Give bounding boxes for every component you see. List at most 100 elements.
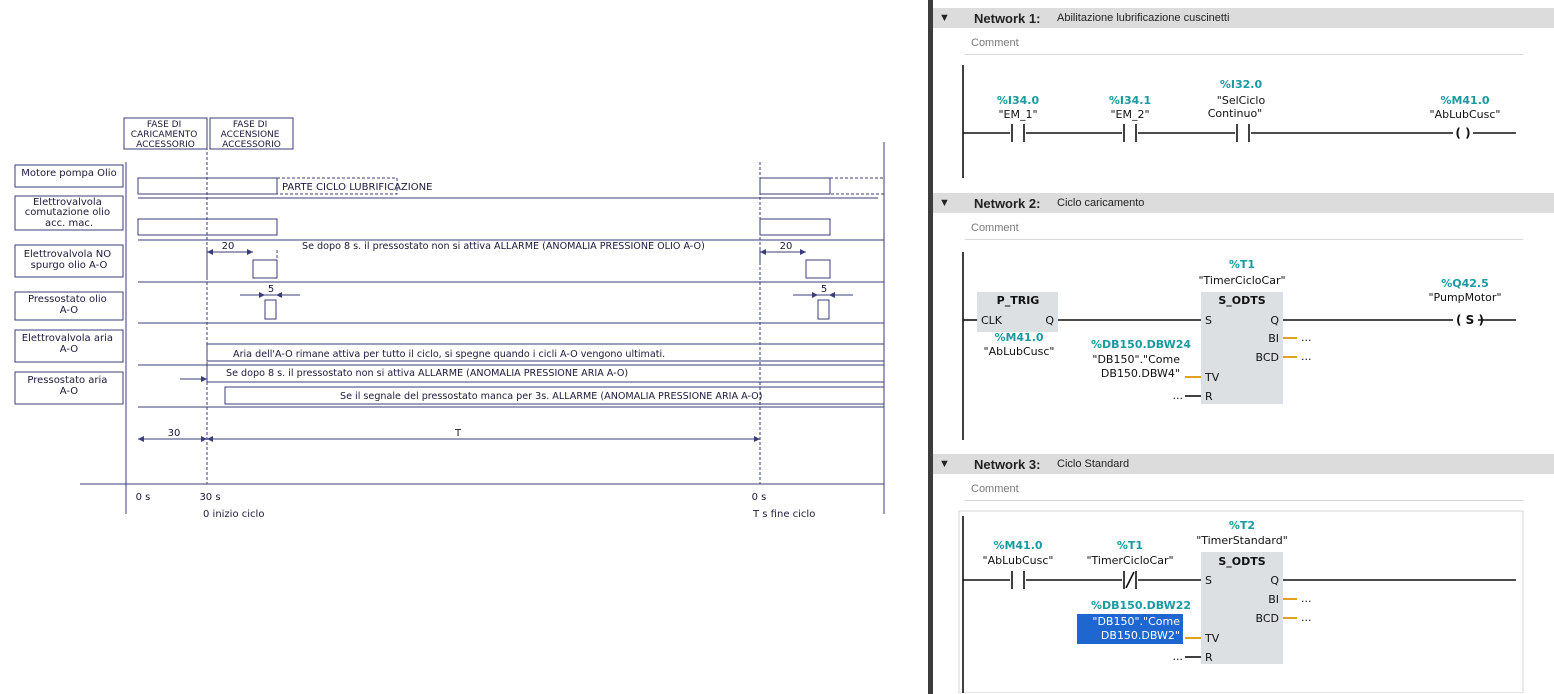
timer-t1-tv-tag-line2[interactable]: DB150.DBW4" xyxy=(1101,367,1180,380)
timer-t2-bi-pin: BI xyxy=(1268,593,1279,606)
network-2-rung: P_TRIG CLK Q S_ODTS S Q BI BCD TV R ... … xyxy=(962,252,1516,440)
contact-abluncusc-tag[interactable]: "AbLubCusc" xyxy=(983,554,1054,567)
valve-delay-2: 20 xyxy=(780,241,793,252)
coil-abluncusc-tag[interactable]: "AbLubCusc" xyxy=(1430,108,1501,121)
valve-delay-1: 20 xyxy=(222,241,235,252)
timer-t2-address[interactable]: %T2 xyxy=(1229,519,1255,532)
timer-t2-s-pin: S xyxy=(1205,574,1212,587)
air-alarm-note-2: Se il segnale del pressostato manca per … xyxy=(340,391,762,402)
timer-t1-s-pin: S xyxy=(1205,314,1212,327)
contact-timerciclocar-tag[interactable]: "TimerCicloCar" xyxy=(1086,554,1173,567)
signal-label-air-pressure-switch: Pressostato aria A-O xyxy=(27,375,110,397)
timer-t2-tv-address[interactable]: %DB150.DBW22 xyxy=(1091,599,1191,612)
timer-t2-bi-operand[interactable]: ... xyxy=(1301,592,1312,605)
timer-t1-bcd-pin: BCD xyxy=(1255,351,1279,364)
contact-timerciclocar-address[interactable]: %T1 xyxy=(1117,539,1143,552)
span-cycle-time: T xyxy=(454,428,462,439)
contact-selciclo[interactable] xyxy=(1236,124,1250,142)
timer-t1-tag[interactable]: "TimerCicloCar" xyxy=(1198,274,1285,287)
network-3-number: Network 3: xyxy=(974,457,1041,472)
contact-abluncusc-address[interactable]: %M41.0 xyxy=(993,539,1042,552)
coil-abluncusc-address[interactable]: %M41.0 xyxy=(1440,94,1489,107)
coil-abluncusc[interactable]: ( ) xyxy=(1455,126,1470,140)
p-trig-operand-tag[interactable]: "AbLubCusc" xyxy=(984,345,1055,358)
timing-diagram: FASE DI CARICAMENTO ACCESSORIO FASE DI A… xyxy=(14,117,885,520)
oil-switch-time-2: 5 xyxy=(821,284,827,295)
timer-t2-tv-tag-line1[interactable]: "DB150"."Come xyxy=(1092,615,1180,628)
oil-alarm-note: Se dopo 8 s. il pressostato non si attiv… xyxy=(302,241,705,252)
contact-em2-address[interactable]: %I34.1 xyxy=(1109,94,1151,107)
air-valve-note: Aria dell'A-O rimane attiva per tutto il… xyxy=(233,349,665,360)
network-3-title[interactable]: Ciclo Standard xyxy=(1057,458,1130,470)
timer-t2-tv-tag-line2[interactable]: DB150.DBW2" xyxy=(1101,629,1180,642)
col-header-load: FASE DI CARICAMENTO ACCESSORIO xyxy=(131,120,200,150)
operand-selection-highlight[interactable] xyxy=(1077,614,1183,644)
timer-t1-bcd-operand[interactable]: ... xyxy=(1301,350,1312,363)
contact-em1-tag[interactable]: "EM_1" xyxy=(998,108,1037,121)
timer-t1-r-operand[interactable]: ... xyxy=(1173,389,1184,402)
network-2-comment-placeholder: Comment xyxy=(971,222,1019,234)
timer-t2-bcd-operand[interactable]: ... xyxy=(1301,611,1312,624)
timer-t1-tv-address[interactable]: %DB150.DBW24 xyxy=(1091,338,1191,351)
span-load-time: 30 xyxy=(168,428,181,439)
timer-t1-type: S_ODTS xyxy=(1218,294,1265,307)
timer-t2-r-pin: R xyxy=(1205,651,1213,664)
contact-selciclo-tag-line1[interactable]: "SelCiclo xyxy=(1217,94,1266,107)
timer-t1-tv-pin: TV xyxy=(1204,371,1220,384)
network-3-comment[interactable]: Comment xyxy=(965,478,1523,501)
timing-text: FASE DI CARICAMENTO ACCESSORIO FASE DI A… xyxy=(21,120,827,520)
timer-t2-q-pin: Q xyxy=(1270,574,1279,587)
timing-diagram-drawing: FASE DI CARICAMENTO ACCESSORIO FASE DI A… xyxy=(14,117,885,520)
timer-t2-tv-pin: TV xyxy=(1204,632,1220,645)
network-2-header[interactable]: ▼ Network 2: Ciclo caricamento xyxy=(933,193,1554,213)
time-cycle-end: T s fine ciclo xyxy=(752,509,815,520)
oil-switch-time-1: 5 xyxy=(268,284,274,295)
timer-t1-bi-operand[interactable]: ... xyxy=(1301,331,1312,344)
contact-abluncusc[interactable] xyxy=(1011,571,1025,589)
timer-t2-tag[interactable]: "TimerStandard" xyxy=(1196,534,1288,547)
signal-label-oil-pressure-switch: Pressostato olio A-O xyxy=(28,294,110,316)
timer-t1-q-pin: Q xyxy=(1270,314,1279,327)
coil-pumpmotor-tag[interactable]: "PumpMotor" xyxy=(1428,291,1501,304)
timer-t2-block[interactable] xyxy=(1201,552,1283,664)
timer-t1-block[interactable] xyxy=(1201,292,1283,404)
contact-selciclo-tag-line2[interactable]: Continuo" xyxy=(1208,107,1262,120)
network-1-rung: ( ) %I34.0 "EM_1" %I34.1 "EM_2" %I32.0 "… xyxy=(962,65,1516,178)
timer-t1-r-pin: R xyxy=(1205,390,1213,403)
network-3-header[interactable]: ▼ Network 3: Ciclo Standard xyxy=(933,454,1554,474)
network-1-header[interactable]: ▼ Network 1: Abilitazione lubrificazione… xyxy=(933,8,1554,28)
contact-em2[interactable] xyxy=(1123,124,1137,142)
pane-splitter[interactable] xyxy=(928,0,933,694)
timer-t1-tv-tag-line1[interactable]: "DB150"."Come xyxy=(1092,353,1180,366)
contact-em1[interactable] xyxy=(1011,124,1025,142)
signal-label-oil-pump: Motore pompa Olio xyxy=(21,168,116,179)
network-1-comment-placeholder: Comment xyxy=(971,37,1019,49)
contact-timerciclocar-nc[interactable] xyxy=(1123,571,1137,589)
collapse-icon[interactable]: ▼ xyxy=(939,458,950,470)
network-2-number: Network 2: xyxy=(974,196,1041,211)
contact-em1-address[interactable]: %I34.0 xyxy=(997,94,1040,107)
network-2-title[interactable]: Ciclo caricamento xyxy=(1057,197,1145,209)
lube-cycle-label: PARTE CICLO LUBRIFICAZIONE xyxy=(282,182,432,193)
contact-em2-tag[interactable]: "EM_2" xyxy=(1110,108,1149,121)
network-3-comment-placeholder: Comment xyxy=(971,483,1019,495)
p-trig-name: P_TRIG xyxy=(997,294,1040,307)
time-tick-end: 0 s xyxy=(752,492,767,503)
network-2-comment[interactable]: Comment xyxy=(965,217,1523,240)
coil-pumpmotor-address[interactable]: %Q42.5 xyxy=(1441,277,1489,290)
coil-pumpmotor[interactable]: ( S ) xyxy=(1456,313,1484,327)
network-1-title[interactable]: Abilitazione lubrificazione cuscinetti xyxy=(1057,12,1230,24)
contact-selciclo-address[interactable]: %I32.0 xyxy=(1220,78,1263,91)
p-trig-block[interactable] xyxy=(977,292,1058,332)
timer-t1-bi-pin: BI xyxy=(1268,332,1279,345)
timer-t2-r-operand[interactable]: ... xyxy=(1173,650,1184,663)
timer-t2-type: S_ODTS xyxy=(1218,555,1265,568)
signal-label-air-valve: Elettrovalvola aria A-O xyxy=(22,333,116,355)
p-trig-q-pin: Q xyxy=(1045,314,1054,327)
timer-t1-address[interactable]: %T1 xyxy=(1229,258,1255,271)
network-1-comment[interactable]: Comment xyxy=(965,32,1523,55)
col-header-ignition: FASE DI ACCENSIONE ACCESSORIO xyxy=(221,120,283,150)
p-trig-operand-address[interactable]: %M41.0 xyxy=(994,331,1043,344)
collapse-icon[interactable]: ▼ xyxy=(939,12,950,24)
collapse-icon[interactable]: ▼ xyxy=(939,197,950,209)
